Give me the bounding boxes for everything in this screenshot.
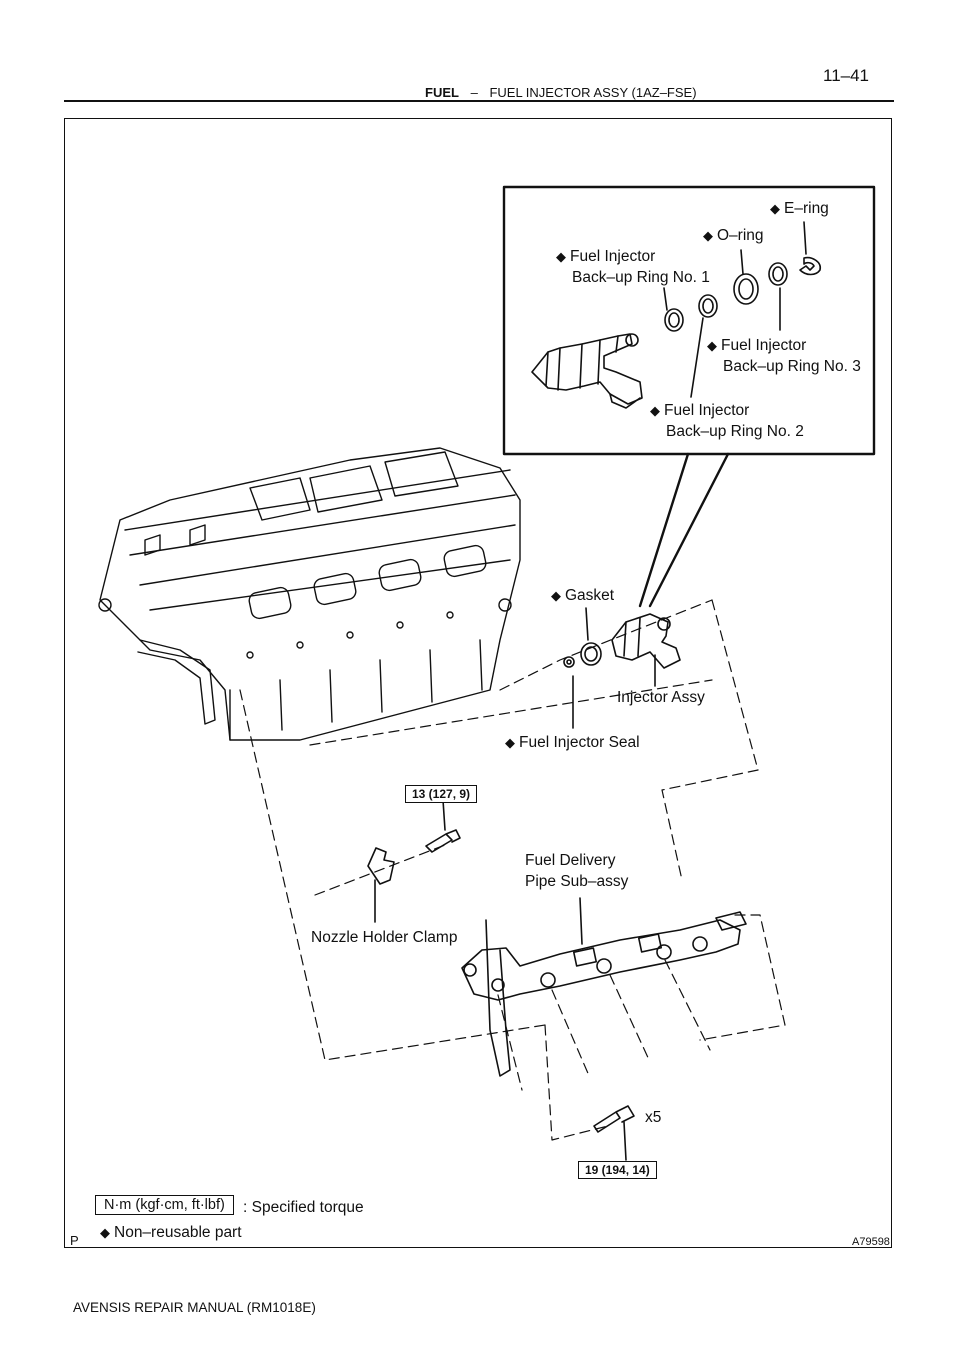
o-ring-drawing — [733, 273, 759, 305]
label-backup-ring-2: ◆Fuel Injector Back–up Ring No. 2 — [650, 402, 804, 440]
figure-id-left: P — [70, 1233, 79, 1248]
non-reusable-diamond-icon: ◆ — [505, 735, 515, 750]
e-ring-drawing — [799, 256, 822, 276]
header-rule — [64, 100, 894, 102]
label-injector-assy: Injector Assy — [617, 689, 705, 706]
non-reusable-diamond-icon: ◆ — [551, 588, 561, 603]
inset-injector-drawing — [531, 333, 643, 409]
non-reusable-diamond-icon: ◆ — [556, 249, 566, 264]
backup-ring-1-drawing — [664, 308, 684, 332]
gasket-drawing — [580, 642, 602, 666]
pipe-bolt-drawing — [593, 1105, 635, 1133]
figure-frame — [64, 118, 892, 1248]
inset-pointer — [638, 452, 730, 608]
label-backup-ring-3: ◆Fuel Injector Back–up Ring No. 3 — [707, 337, 861, 375]
section-header: FUEL – FUEL INJECTOR ASSY (1AZ–FSE) — [425, 85, 697, 100]
fuel-delivery-pipe-drawing — [461, 911, 747, 1077]
non-reusable-diamond-icon: ◆ — [770, 201, 780, 216]
non-reusable-diamond-icon: ◆ — [707, 338, 717, 353]
injector-assy-drawing — [611, 613, 681, 669]
clamp-bolt-drawing — [425, 829, 461, 853]
label-e-ring: ◆E–ring — [770, 200, 829, 217]
nozzle-holder-clamp-drawing — [367, 847, 395, 885]
legend-non-reusable: ◆Non–reusable part — [100, 1224, 242, 1241]
torque-pipe-bolt: 19 (194, 14) — [578, 1161, 657, 1179]
label-backup-ring-1: ◆Fuel Injector Back–up Ring No. 1 — [556, 248, 710, 286]
assembly-dash-lines — [239, 599, 786, 1141]
label-nozzle-holder-clamp: Nozzle Holder Clamp — [311, 929, 458, 946]
label-gasket: ◆Gasket — [551, 587, 615, 604]
legend-torque-text: : Specified torque — [243, 1199, 364, 1216]
label-bolt-count: x5 — [645, 1109, 662, 1126]
torque-clamp-bolt: 13 (127, 9) — [405, 785, 478, 803]
section-title: FUEL INJECTOR ASSY (1AZ–FSE) — [489, 85, 697, 100]
section-name: FUEL — [425, 85, 459, 100]
non-reusable-diamond-icon: ◆ — [703, 228, 713, 243]
footer-manual-title: AVENSIS REPAIR MANUAL (RM1018E) — [73, 1300, 316, 1315]
backup-ring-3-drawing — [768, 262, 788, 286]
page-number: 11–41 — [823, 66, 870, 85]
header-separator: – — [470, 85, 478, 100]
label-fuel-delivery-pipe: Fuel Delivery Pipe Sub–assy — [525, 852, 629, 890]
non-reusable-diamond-icon: ◆ — [650, 403, 660, 418]
backup-ring-2-drawing — [698, 294, 718, 318]
non-reusable-diamond-icon: ◆ — [100, 1225, 110, 1240]
fuel-injector-seal-drawing — [563, 656, 575, 668]
label-o-ring: ◆O–ring — [703, 227, 764, 244]
engine-head-drawing — [98, 447, 521, 741]
label-fuel-injector-seal: ◆Fuel Injector Seal — [505, 734, 640, 751]
figure-id: A79598 — [852, 1236, 890, 1248]
legend-torque-unit: N·m (kgf·cm, ft·lbf) — [95, 1195, 234, 1215]
